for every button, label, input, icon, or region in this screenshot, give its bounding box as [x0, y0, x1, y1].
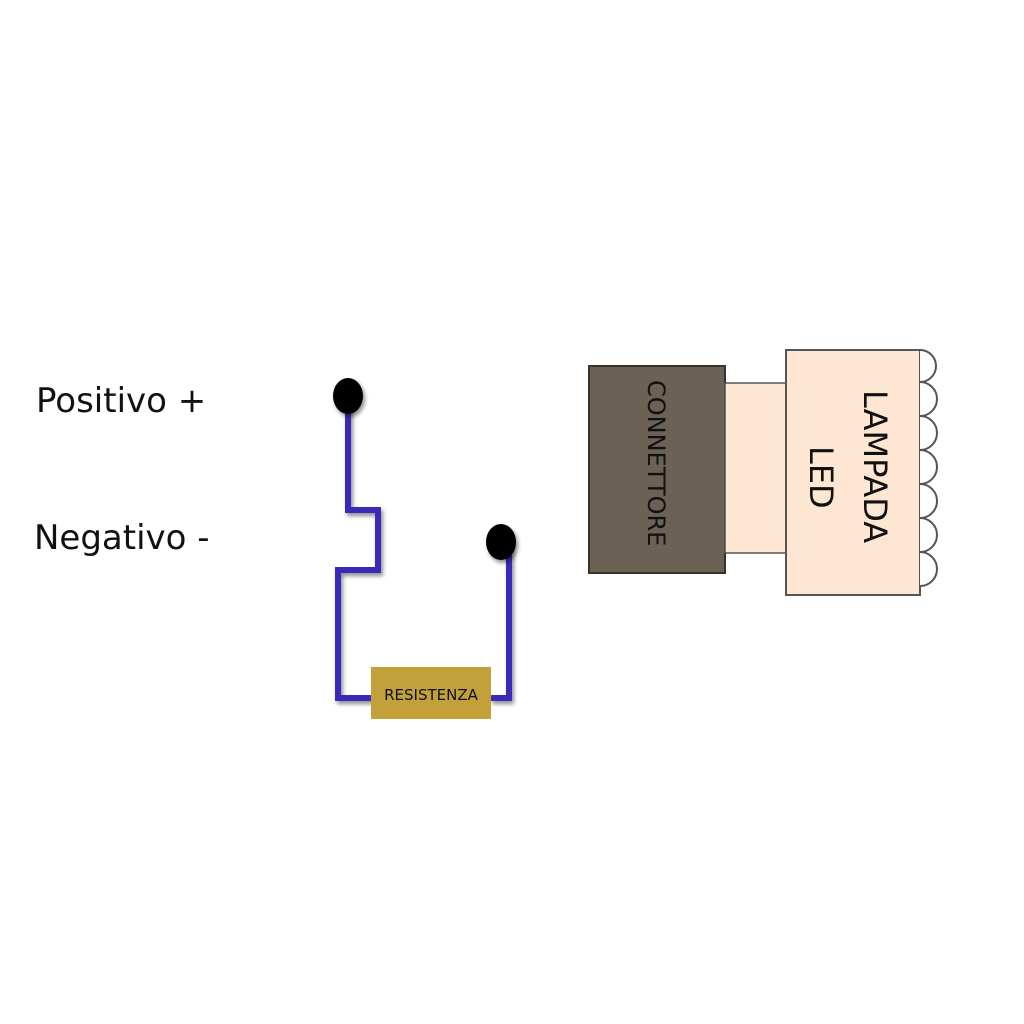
resistor: RESISTENZA — [371, 667, 491, 719]
lamp-bumps — [919, 349, 938, 587]
connector: CONNETTORE — [588, 365, 726, 574]
lamp-bump — [919, 551, 938, 587]
resistor-label: RESISTENZA — [384, 686, 479, 704]
negative-junction-dot — [486, 524, 516, 560]
lamp-bump — [919, 349, 937, 383]
lamp-bump — [919, 381, 938, 417]
lamp-label-line1: LAMPADA — [856, 390, 894, 543]
positive-label: Positivo + — [36, 381, 206, 421]
lamp-bump — [919, 517, 938, 553]
resistor-wire-right — [490, 541, 512, 701]
resistor-wiring — [335, 396, 512, 701]
resistor-wire-left — [335, 396, 381, 701]
lamp-bump — [919, 483, 938, 519]
connector-label: CONNETTORE — [642, 380, 670, 546]
lamp-neck — [724, 382, 787, 554]
positive-junction-dot — [333, 378, 363, 414]
negative-label: Negativo - — [34, 518, 210, 558]
lamp-body — [785, 349, 921, 596]
led-lamp: LAMPADA LED — [785, 349, 938, 596]
lamp-bump — [919, 415, 938, 451]
lamp-bump — [919, 449, 938, 485]
resistor-body — [371, 667, 491, 719]
lamp-label-line2: LED — [802, 446, 840, 509]
connector-body — [588, 365, 726, 574]
